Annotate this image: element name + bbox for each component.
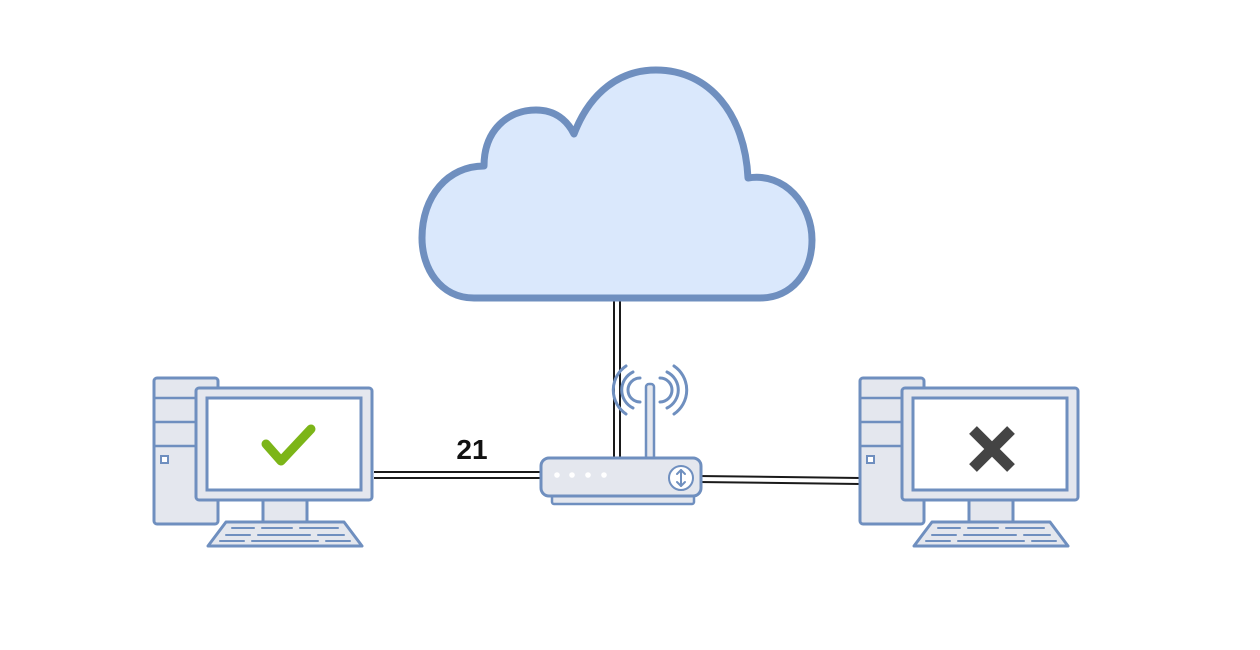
cable-cloud-router [613,298,621,458]
link-label: 21 [456,434,487,465]
wifi-signal-icon [611,364,689,416]
up-down-arrow-icon [676,469,686,487]
checkmark-icon [261,424,316,466]
desktop-computer-icon [858,376,1080,548]
cable-left-router [374,471,542,479]
left-computer [152,376,374,548]
right-computer [858,376,1080,548]
wireless-router-icon [539,364,703,506]
cloud-icon [418,66,816,302]
desktop-computer-icon [152,376,374,548]
x-mark-icon [969,426,1015,472]
cable-router-right [697,475,861,485]
